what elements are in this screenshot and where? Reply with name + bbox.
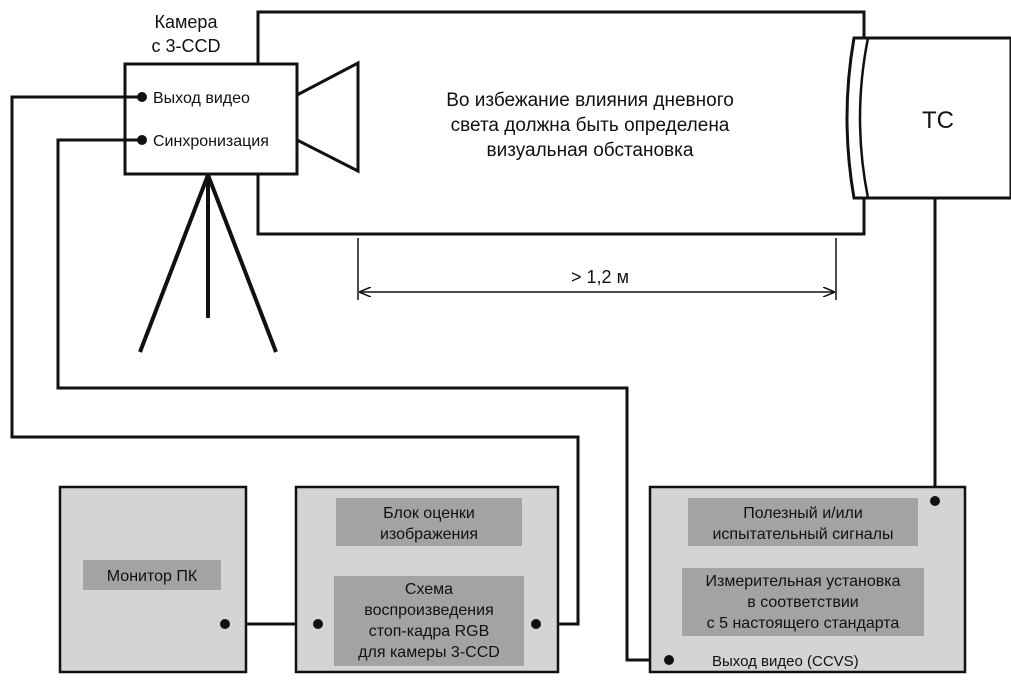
signals-label-bg [688,498,918,546]
camera-title-line1: Камера [155,12,219,32]
connector-measurement-video-out [664,655,674,665]
tv-screen-curve [858,37,870,199]
measurement-video-out-label: Выход видео (CCVS) [712,653,859,670]
camera-sync-label: Синхронизация [153,133,269,150]
evaluation-block-line2: изображения [380,526,478,543]
tripod-leg-right [206,174,278,353]
enclosure-note-line2: света должна быть определена [451,115,730,136]
wire-camera-video-to-evaluation [10,95,580,626]
camera-title-line2: с 3-CCD [151,36,220,56]
connector-evaluation-in-left [313,619,323,629]
connector-camera-video [137,92,147,102]
rgb-circuit-line4: для камеры 3-CCD [358,644,500,661]
rgb-circuit-line3: стоп-кадра RGB [369,623,490,640]
connector-monitor [220,619,230,629]
tv-body [845,36,1011,200]
tripod-leg-left [138,174,210,353]
wire-camera-sync-to-measurement [56,138,669,662]
signals-line1: Полезный и/или [743,505,863,522]
camera-video-out-label: Выход видео [153,90,250,107]
enclosure-note-line3: визуальная обстановка [487,140,694,161]
enclosure-note-line1: Во избежание влияния дневного [446,90,734,111]
signals-line2: испытательный сигналы [712,526,893,543]
camera-lens [295,60,360,174]
rgb-circuit-line1: Схема [405,581,453,598]
monitor-label-bg [83,560,221,590]
tv-label: ТС [922,107,954,134]
camera-body [123,62,299,176]
monitor-label: Монитор ПК [107,568,198,585]
connector-measurement-signals [930,496,940,506]
connector-evaluation-in-right [531,619,541,629]
connector-camera-sync [137,135,147,145]
measurement-setup-label-bg [682,568,924,636]
rgb-circuit-label-bg [334,576,524,666]
rgb-circuit-line2: воспроизведения [364,602,494,619]
measurement-setup-line3: с 5 настоящего стандарта [707,615,900,632]
distance-label: > 1,2 м [571,267,629,287]
measurement-setup-line1: Измерительная установка [706,573,901,590]
measurement-setup-line2: в соответствии [747,594,858,611]
evaluation-block-label-bg [336,498,522,546]
evaluation-block-line1: Блок оценки [383,505,475,522]
